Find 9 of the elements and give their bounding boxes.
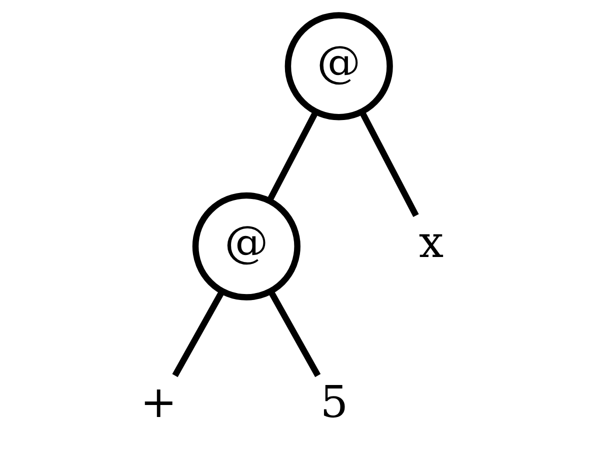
connector — [268, 290, 321, 377]
connector — [266, 110, 319, 202]
node-circle: @ — [284, 12, 393, 120]
connector — [359, 110, 419, 216]
node-text: + — [140, 376, 178, 428]
node-text: 5 — [320, 376, 348, 428]
connector — [172, 290, 225, 377]
node-circle: @ — [192, 192, 300, 300]
node-text: x — [418, 216, 444, 268]
